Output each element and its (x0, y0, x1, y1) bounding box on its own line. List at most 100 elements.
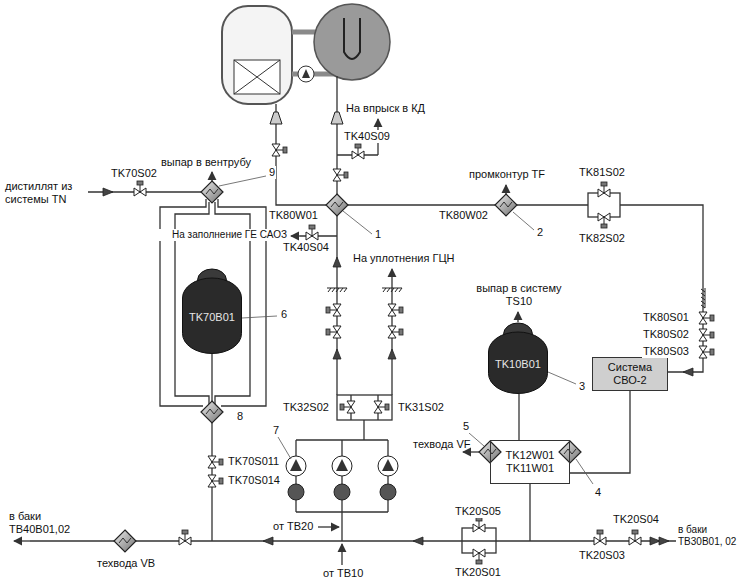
reactor-plant (314, 4, 390, 80)
valve-tag: TK70S014 (227, 474, 281, 487)
callout-number: 7 (272, 424, 280, 437)
pipe-label: от TB20 (272, 520, 314, 533)
reactor-plant (222, 6, 292, 104)
flow-arrow (211, 172, 212, 181)
pipe-label: в баки TB30B01, 02 (677, 524, 743, 547)
callout-number: 2 (536, 226, 544, 239)
valve-symbol (699, 312, 714, 324)
pipe-flange (382, 288, 402, 292)
heat-exchanger (114, 530, 136, 552)
reactor-plant (222, 4, 390, 104)
flow-arrow (505, 185, 506, 194)
valve-symbol (699, 329, 714, 341)
reactor-plant (302, 69, 310, 78)
valve-tag: TK80S01 (642, 311, 690, 324)
valve-symbol (594, 530, 606, 545)
pump (382, 459, 394, 471)
pipe-label: от TB10 (322, 567, 364, 580)
valve-tag: TK81S02 (578, 166, 626, 179)
valve-symbol (473, 517, 485, 532)
valve-symbol (388, 326, 403, 338)
heat-exchanger-box: TK12W01TK11W01 (490, 440, 570, 484)
pipe-label: На уплотнения ГЦН (352, 252, 456, 265)
valve-symbol (333, 169, 348, 181)
valve-symbol (340, 401, 355, 413)
reactor-plant (344, 18, 360, 59)
valve-symbol (598, 213, 610, 228)
valve-symbol (629, 530, 641, 545)
pipe-label: промконтур TF (468, 168, 546, 181)
flow-arrow (463, 451, 479, 452)
callout-number: 9 (268, 166, 276, 179)
node-text: Система СВО-2 (603, 361, 657, 386)
nozzle (270, 112, 343, 124)
valve-tag: TK80S02 (642, 328, 690, 341)
tank-body (183, 278, 242, 354)
reactor-plant (234, 60, 280, 94)
node-text: TK12W01 (506, 449, 555, 462)
flow-arrow (291, 235, 300, 236)
valve-symbol (374, 401, 389, 413)
callout-number: 4 (594, 486, 602, 499)
pipe-label: техвода VB (96, 557, 156, 570)
valve-symbol (208, 475, 223, 487)
pipe-line (30, 76, 703, 541)
callout-number: 3 (578, 380, 586, 393)
pump (286, 456, 398, 500)
pipe-label: выпар в вентрубу (160, 156, 252, 169)
pipe-label: техвода VF (412, 438, 462, 451)
valve-symbol (699, 346, 714, 358)
valve-frame (588, 193, 620, 217)
pipe-connector (518, 394, 519, 440)
pump (380, 484, 396, 500)
valve-symbol (352, 144, 364, 159)
pipe-line (30, 76, 703, 541)
valve-tag: TK70S011 (227, 455, 280, 468)
exchanger-tag: TK80W01 (268, 209, 319, 222)
valve-tag: TK20S05 (454, 505, 502, 518)
valve-tag: TK80S03 (642, 345, 690, 358)
valve-frame (351, 395, 378, 420)
pipe-label: дистиллят из системы TN (4, 180, 88, 205)
valve-symbol (473, 549, 485, 564)
pump (332, 456, 352, 476)
valve-symbol (272, 144, 287, 156)
reactor-plant (298, 66, 314, 82)
check-valve (103, 188, 113, 196)
valve-symbol (326, 326, 341, 338)
pipe-label: На заполнение ГЕ САОЗ (140, 229, 288, 241)
nozzle (270, 112, 282, 124)
pump (290, 459, 302, 471)
flow-arrow (391, 269, 392, 290)
valve-symbol (134, 144, 714, 564)
flow-arrow (318, 526, 339, 527)
pipe-label: На впрыск в КД (345, 102, 426, 115)
valve-symbol (306, 225, 318, 240)
pump (288, 484, 304, 500)
nozzle (331, 112, 343, 124)
callout-number: 6 (280, 308, 288, 321)
leader-line (219, 176, 593, 484)
flow-arrow (14, 119, 518, 565)
valve-tag: TK32S02 (282, 401, 330, 414)
valve-frame (337, 395, 392, 420)
check-valve (333, 257, 341, 267)
valve-frame (337, 193, 620, 553)
flow-arrow (517, 312, 518, 322)
check-valve (683, 368, 693, 376)
check-valve (413, 537, 423, 545)
callout-number: 8 (236, 410, 244, 423)
valve-tag: TK20S01 (454, 566, 502, 579)
valve-tag: TK20S04 (612, 513, 660, 526)
valve-tag: TK70S02 (110, 167, 158, 180)
exchanger-tag: TK80W02 (438, 209, 489, 222)
callout-number: 5 (462, 420, 470, 433)
valve-symbol (598, 182, 610, 197)
heat-exchanger (559, 441, 581, 463)
flow-arrow (341, 544, 342, 565)
valve-symbol (179, 530, 191, 545)
pipe-connector (570, 391, 630, 473)
